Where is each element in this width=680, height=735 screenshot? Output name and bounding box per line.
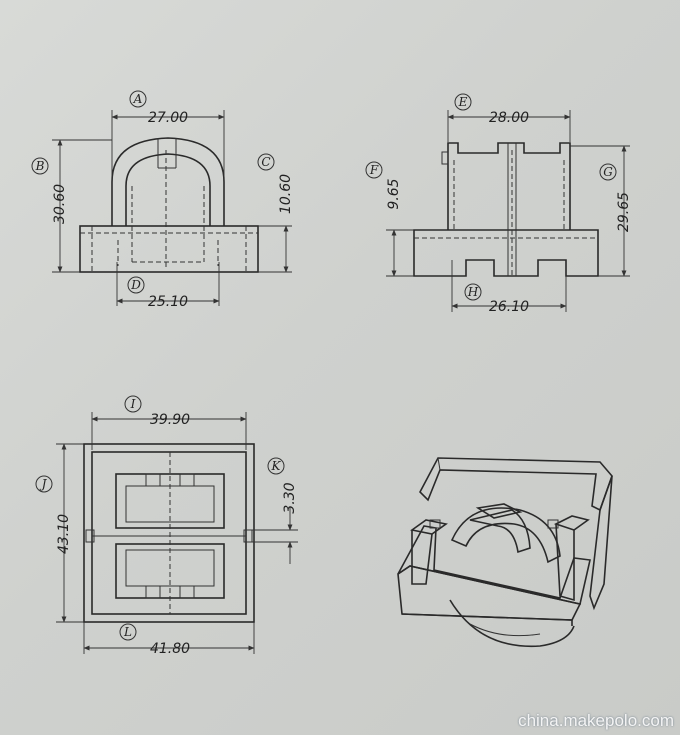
dim-b-value: 30.60 (52, 184, 68, 224)
isometric-view (397, 457, 613, 648)
label-j: J (39, 477, 48, 491)
front-arch-inner (125, 153, 211, 226)
label-d: D (130, 278, 141, 292)
watermark-text: china.makepolo.com (518, 711, 674, 730)
dim-d-value: 25.10 (148, 294, 188, 310)
label-i: I (130, 397, 136, 411)
label-e: E (458, 95, 468, 109)
dim-a-value: 27.00 (148, 110, 188, 126)
dim-l-value: 41.80 (150, 641, 190, 657)
side-body-outline (447, 142, 571, 230)
dim-k-value: 3.30 (282, 482, 298, 513)
side-view: 28.00 E 9.65 F 29.65 G 26.10 H (365, 93, 632, 315)
side-base (413, 229, 599, 277)
dim-g-value: 29.65 (616, 192, 632, 232)
front-view: 27.00 A 30.60 B 10.60 C 25.10 D (31, 90, 294, 310)
dim-e-value: 28.00 (489, 110, 529, 126)
label-f: F (369, 163, 379, 177)
label-b: B (35, 159, 45, 173)
top-view: 39.90 I 43.10 J 3.30 K 41.80 L (35, 395, 298, 657)
front-base-plate (79, 225, 259, 273)
label-l: L (123, 625, 132, 639)
top-inner-frame (91, 451, 247, 615)
label-g: G (603, 165, 613, 179)
label-k: K (271, 459, 282, 473)
top-outer-frame (83, 443, 255, 623)
dim-h-value: 26.10 (489, 299, 529, 315)
dim-c-value: 10.60 (278, 174, 294, 214)
label-c: C (261, 155, 270, 169)
dim-f-value: 9.65 (386, 178, 402, 209)
dim-j-value: 43.10 (56, 514, 72, 554)
label-h: H (467, 285, 479, 299)
label-a: A (133, 92, 143, 106)
front-arch-outer (111, 137, 225, 226)
dim-i-value: 39.90 (150, 412, 190, 428)
